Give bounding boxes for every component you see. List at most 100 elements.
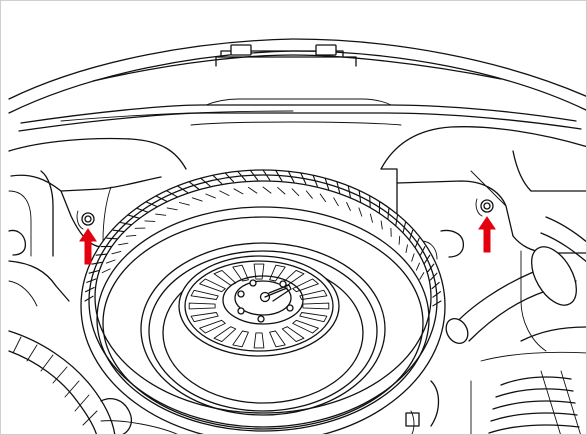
- tread-groove: [395, 214, 399, 227]
- tread-groove-inner: [333, 197, 339, 207]
- tread-groove: [212, 174, 223, 185]
- tread-groove-inner: [305, 190, 313, 199]
- tread-groove: [200, 177, 211, 187]
- tread-groove-inner: [118, 242, 129, 246]
- tread-groove: [387, 207, 390, 220]
- tread-groove: [358, 190, 362, 203]
- tread-groove-inner: [247, 186, 258, 194]
- wheel-spoke-slot: [199, 319, 226, 334]
- tread-groove: [419, 246, 426, 256]
- wheel-spoke-slot: [292, 319, 319, 334]
- tread-groove: [369, 195, 371, 208]
- latch-tab-right: [315, 44, 337, 56]
- tread-groove-inner: [369, 213, 373, 223]
- tread-groove: [262, 169, 271, 181]
- tread-groove: [324, 177, 330, 190]
- tread-groove-inner: [415, 262, 420, 271]
- tread-groove-inner: [358, 207, 363, 217]
- tread-groove-inner: [125, 234, 137, 237]
- tread-groove: [84, 295, 94, 302]
- tread-groove: [91, 261, 103, 265]
- tread-groove: [106, 237, 118, 240]
- arrow-up-left: [79, 228, 97, 265]
- tread-groove: [155, 195, 168, 202]
- wheel-spoke-slot: [269, 264, 286, 282]
- wheel-spoke-slot: [199, 278, 226, 293]
- tread-groove-inner: [291, 188, 300, 197]
- tread-groove: [275, 169, 283, 182]
- tread-groove-inner: [205, 193, 216, 199]
- tread-groove: [312, 174, 318, 187]
- wheel-spoke-slot: [188, 302, 216, 310]
- tread-groove: [177, 185, 189, 194]
- wheel-spoke-slot: [232, 264, 249, 282]
- latch-tab-left: [230, 44, 252, 56]
- tread-groove: [127, 214, 140, 219]
- tread-groove: [402, 221, 407, 233]
- tread-groove: [300, 172, 307, 185]
- arrow-up-right: [478, 216, 496, 253]
- wheel-hub: [178, 255, 340, 357]
- spare-wheel: [80, 169, 446, 434]
- tread-groove: [427, 263, 435, 273]
- tread-groove-inner: [346, 202, 351, 211]
- tread-groove: [429, 272, 438, 281]
- tread-groove: [224, 172, 235, 183]
- tread-groove-inner: [380, 220, 383, 230]
- tread-groove-inner: [398, 235, 401, 245]
- tread-groove-inner: [144, 220, 156, 222]
- tread-groove: [249, 169, 259, 181]
- tread-groove: [414, 237, 420, 248]
- tread-groove: [95, 253, 107, 256]
- tread-groove: [145, 201, 158, 208]
- wheel-spoke-slot: [190, 312, 219, 323]
- tread-groove-inner: [191, 197, 203, 202]
- right-lower-components: [430, 246, 586, 434]
- wheel-spoke-slot: [299, 289, 328, 300]
- wheel-spoke-slot: [302, 302, 330, 310]
- tread-groove-inner: [262, 186, 272, 194]
- wheel-spoke-slot: [299, 312, 328, 323]
- rear-bumper: [8, 38, 586, 132]
- wheel-spoke-slot: [253, 332, 265, 349]
- tread-groove-inner: [319, 193, 327, 203]
- tread-groove: [432, 291, 442, 298]
- tread-groove-inner: [419, 272, 425, 280]
- wheel-spoke-slot: [281, 326, 305, 343]
- tread-groove: [336, 181, 341, 194]
- fastening-nut-left: [76, 210, 95, 230]
- tread-groove: [409, 229, 414, 241]
- wheel-spoke-slot: [269, 330, 286, 348]
- tread-groove-inner: [277, 186, 286, 195]
- tread-groove: [431, 281, 440, 290]
- tread-groove: [136, 207, 149, 213]
- tread-groove: [347, 185, 351, 198]
- tire-tread: [84, 169, 442, 307]
- tread-groove-inner: [111, 250, 122, 255]
- tread-groove: [88, 270, 100, 274]
- tread-groove: [112, 229, 125, 233]
- wheel-spoke-slot: [253, 263, 265, 280]
- fastening-nut-right: [475, 198, 494, 217]
- bottom-accessories: [100, 410, 420, 434]
- wheel-spoke-slot: [292, 278, 319, 293]
- right-body-panel: [380, 126, 586, 352]
- tread-groove: [119, 221, 132, 226]
- tread-groove-inner: [178, 202, 190, 206]
- tread-groove: [166, 190, 178, 198]
- tread-groove: [84, 286, 95, 293]
- wheel-spoke-slot: [232, 330, 249, 348]
- tread-groove-inner: [411, 253, 415, 262]
- rim-outer: [140, 242, 386, 416]
- tread-groove-inner: [219, 190, 230, 196]
- left-vehicle-tire: [8, 330, 133, 434]
- tread-groove: [423, 254, 431, 264]
- exhaust-pipe: [531, 246, 577, 306]
- wheel-spoke-slot: [190, 289, 219, 300]
- tread-groove-inner: [155, 213, 167, 216]
- tread-groove-inner: [405, 244, 408, 253]
- tread-groove-inner: [101, 268, 111, 274]
- tread-groove-inner: [106, 259, 116, 264]
